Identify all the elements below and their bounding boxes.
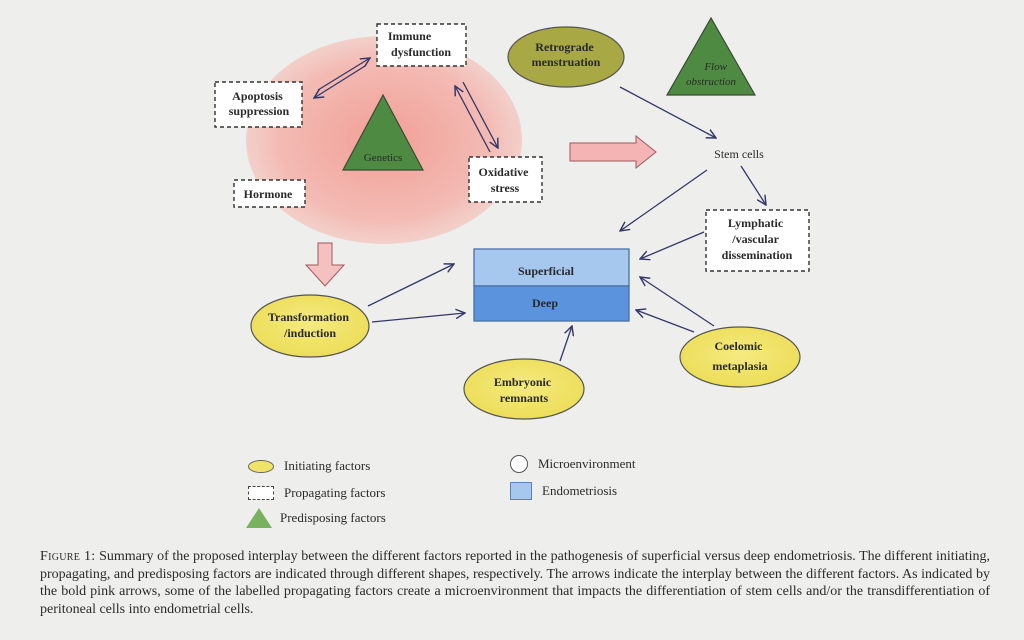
arrow-transformation-to-superficial <box>367 264 454 307</box>
retrograde-label: Retrograde menstruation <box>532 40 601 69</box>
lymphatic-label: Lymphatic /vascular dissemination <box>722 216 793 262</box>
bold-arrow-right <box>569 134 657 170</box>
superficial-box <box>473 248 630 287</box>
flow-obstruction-line1: Flow <box>703 61 727 73</box>
arrow-lymphatic-to-superficial <box>640 231 705 259</box>
arrow-coelomic-to-deep <box>636 310 695 333</box>
retrograde-ellipse <box>507 26 625 88</box>
flow-obstruction-triangle <box>665 16 757 96</box>
caption-text: Summary of the proposed interplay betwee… <box>40 549 990 617</box>
lymphatic-box <box>705 209 810 272</box>
superficial-label: Superficial <box>518 264 575 278</box>
diagram: Genetics Flow obstruction Immune dysfunc… <box>214 16 810 420</box>
immune-label: Immune dysfunction <box>388 29 452 59</box>
arrow-embryonic-to-deep <box>559 326 572 362</box>
caption-prefix: Figure 1: <box>40 549 96 564</box>
flow-obstruction-line2: obstruction <box>686 76 737 88</box>
embryonic-label: Embryonic remnants <box>494 375 554 405</box>
coelomic-ellipse <box>679 326 801 388</box>
deep-label: Deep <box>532 296 558 310</box>
figure-caption: Figure 1: Summary of the proposed interp… <box>40 548 990 618</box>
apoptosis-box <box>214 81 303 128</box>
genetics-triangle <box>342 93 424 171</box>
genetics-label: Genetics <box>364 152 402 164</box>
transformation-ellipse <box>250 294 370 358</box>
arrow-immune-to-apoptosis <box>314 65 366 98</box>
oxidative-label: Oxidative stress <box>479 165 532 195</box>
stem-cells-label: Stem cells <box>714 147 764 161</box>
bold-arrow-down <box>304 242 346 287</box>
hormone-box <box>233 179 306 208</box>
arrow-transformation-to-deep <box>371 313 465 323</box>
interaction-arrows <box>314 58 766 362</box>
apoptosis-label: Apoptosis suppression <box>229 89 290 118</box>
hormone-label: Hormone <box>244 187 293 201</box>
oxidative-box <box>468 156 543 203</box>
flow-obstruction-label: Flow obstruction <box>686 61 737 88</box>
arrow-apoptosis-to-immune <box>317 58 370 91</box>
deep-box <box>473 285 630 322</box>
arrow-oxidative-to-immune <box>455 86 491 153</box>
arrow-stem-to-superficial <box>620 169 708 231</box>
embryonic-ellipse <box>463 358 585 420</box>
transformation-label: Transformation /induction <box>268 310 352 340</box>
arrow-retrograde-to-stem <box>619 86 716 138</box>
coelomic-label: Coelomic metaplasia <box>712 339 767 373</box>
immune-box <box>376 23 467 67</box>
arrow-immune-to-oxidative <box>462 81 498 148</box>
arrow-stem-to-lymphatic <box>740 165 766 205</box>
arrow-coelomic-to-superficial <box>640 277 715 327</box>
